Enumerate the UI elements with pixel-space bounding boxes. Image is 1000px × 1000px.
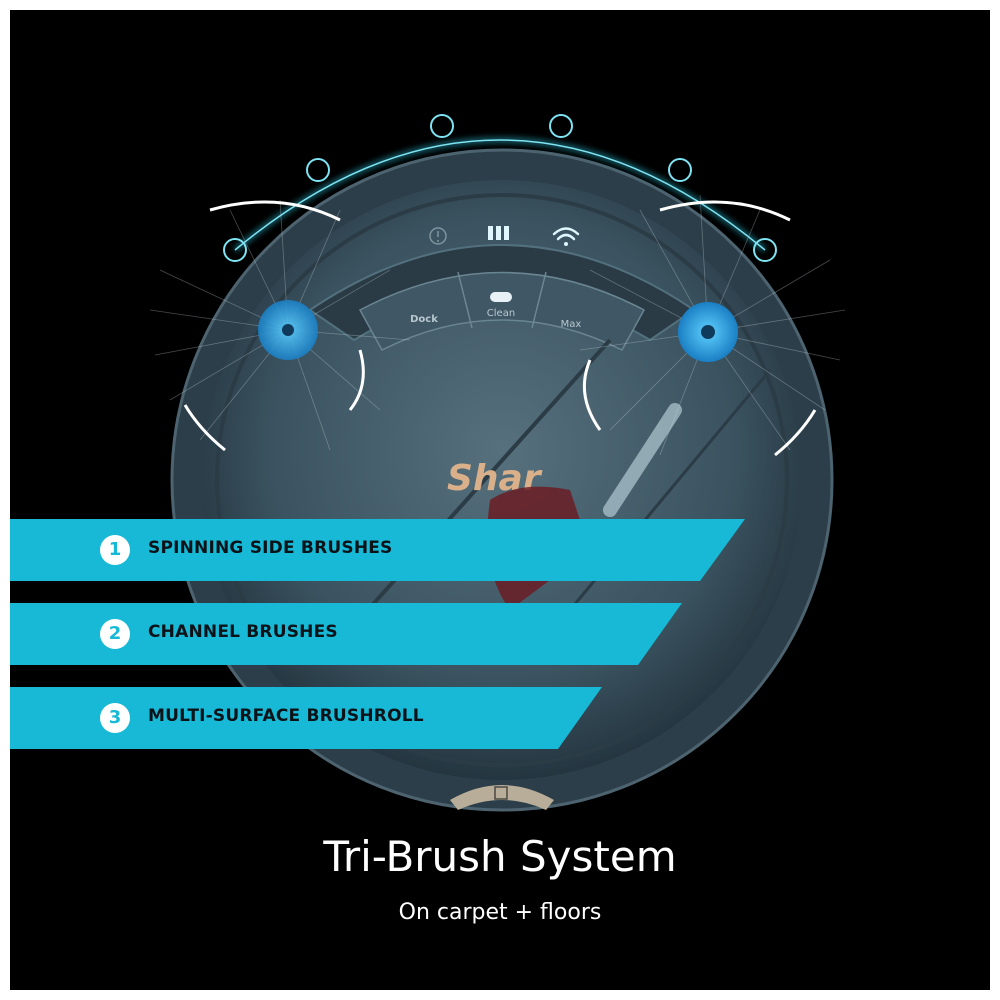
button-strip	[358, 271, 646, 351]
max-button-label: Max	[561, 319, 582, 330]
feature-number-badge: 2	[100, 619, 130, 649]
battery-icon	[488, 226, 509, 240]
product-image: Dock Clean Max Shar	[10, 10, 990, 990]
sensor-arc	[223, 114, 777, 262]
clean-button[interactable]: Clean	[487, 292, 515, 319]
feature-label: SPINNING SIDE BRUSHES	[148, 538, 393, 558]
max-button[interactable]: Max	[561, 319, 582, 330]
left-side-brush	[149, 199, 411, 452]
subheadline: On carpet + floors	[398, 900, 602, 925]
alert-icon	[429, 227, 447, 245]
headline: Tri-Brush System	[323, 832, 677, 881]
banner-shape	[10, 603, 682, 665]
dock-button[interactable]: Dock	[410, 314, 438, 325]
wifi-icon	[552, 227, 580, 246]
banner-shape	[10, 687, 602, 749]
feature-label: CHANNEL BRUSHES	[148, 622, 338, 642]
banner-shape	[10, 519, 745, 581]
feature-banner-1: 1 SPINNING SIDE BRUSHES	[10, 519, 750, 581]
feature-banner-2: 2 CHANNEL BRUSHES	[10, 603, 690, 665]
clean-icon	[490, 292, 512, 302]
channel-brush	[603, 403, 682, 517]
dock-button-label: Dock	[410, 314, 438, 325]
feature-number-badge: 1	[100, 535, 130, 565]
robot-inner-ring	[215, 193, 789, 767]
right-side-brush	[579, 194, 846, 457]
clean-button-label: Clean	[487, 308, 515, 319]
dust-bin	[450, 785, 554, 810]
feature-label: MULTI-SURFACE BRUSHROLL	[148, 706, 424, 726]
feature-banner-3: 3 MULTI-SURFACE BRUSHROLL	[10, 687, 610, 749]
feature-number-badge: 3	[100, 703, 130, 733]
dust-bin-icon	[494, 786, 508, 800]
